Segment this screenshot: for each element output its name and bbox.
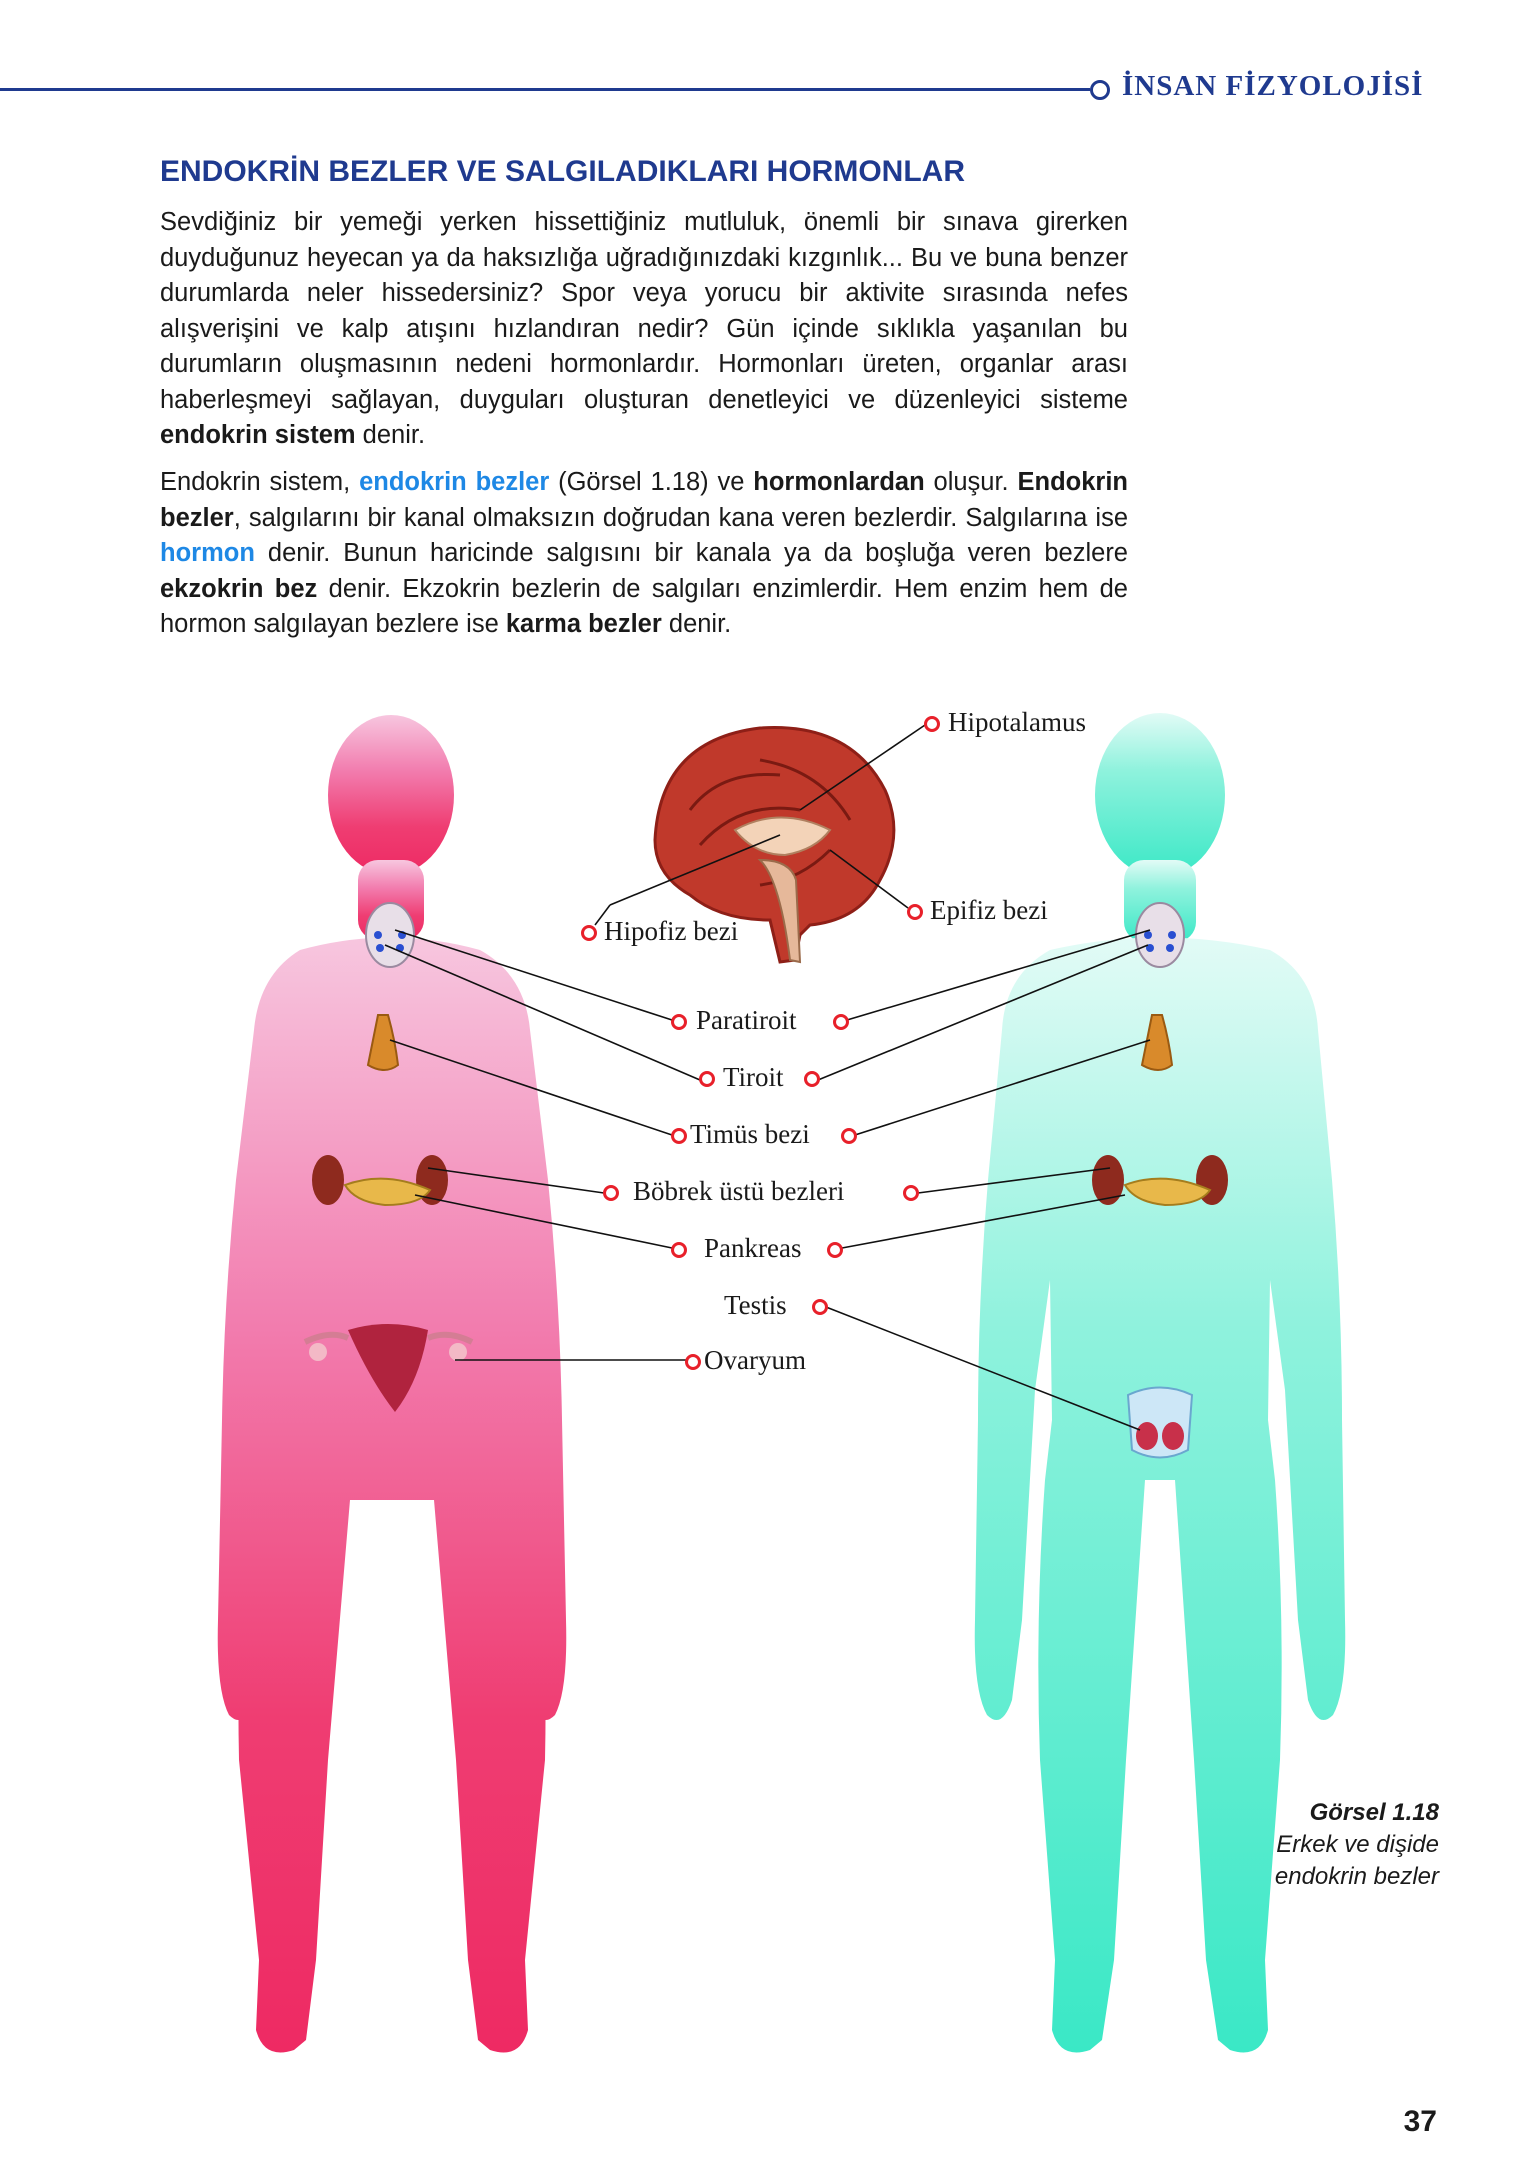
term-endokrin-bezler: endokrin bezler <box>359 468 550 496</box>
term-hormon: hormon <box>160 539 255 567</box>
paragraph-1: Sevdiğiniz bir yemeği yerken hissettiğin… <box>160 208 1128 449</box>
leader-lines <box>384 724 1151 1431</box>
figure-caption: Görsel 1.18 Erkek ve dişide endokrin bez… <box>1275 1797 1439 1893</box>
label-bobrek-ustu: Böbrek üstü bezleri <box>633 1176 845 1206</box>
label-ovaryum: Ovaryum <box>704 1345 806 1375</box>
female-body <box>217 715 567 2053</box>
page-number: 37 <box>1403 2105 1437 2138</box>
label-epifiz: Epifiz bezi <box>930 895 1048 925</box>
male-thyroid <box>1135 902 1185 968</box>
male-kidneys-pancreas <box>1092 1155 1228 1207</box>
endocrine-figure: Hipotalamus Hipofiz bezi Epifiz bezi Par… <box>0 690 1535 2090</box>
label-hipofiz: Hipofiz bezi <box>604 916 739 946</box>
female-thymus <box>366 1014 400 1071</box>
female-kidneys-pancreas <box>312 1155 448 1207</box>
section-title: ENDOKRİN BEZLER VE SALGILADIKLARI HORMON… <box>160 155 965 188</box>
label-timus: Timüs bezi <box>690 1119 810 1149</box>
caption-title: Görsel 1.18 <box>1309 1799 1439 1826</box>
label-testis: Testis <box>724 1290 787 1320</box>
label-paratiroit: Paratiroit <box>696 1005 797 1035</box>
male-body <box>974 713 1346 2053</box>
caption-line-1: Erkek ve dişide <box>1276 1831 1439 1858</box>
label-pankreas: Pankreas <box>704 1233 802 1263</box>
chapter-title: İNSAN FİZYOLOJİSİ <box>1122 70 1424 102</box>
label-hipotalamus: Hipotalamus <box>948 707 1086 737</box>
label-tiroit: Tiroit <box>723 1062 784 1092</box>
paragraph-2: Endokrin sistem, endokrin bezler (Görsel… <box>160 468 1128 638</box>
marker-circles <box>581 716 940 1370</box>
caption-line-2: endokrin bezler <box>1274 1863 1439 1890</box>
header-circle-icon <box>1090 80 1110 100</box>
female-thyroid <box>365 902 415 968</box>
male-thymus <box>1140 1014 1174 1071</box>
header-rule <box>0 88 1090 91</box>
female-ovaries <box>303 1324 474 1412</box>
male-testes <box>1126 1386 1194 1459</box>
figure-svg <box>217 713 1346 2053</box>
